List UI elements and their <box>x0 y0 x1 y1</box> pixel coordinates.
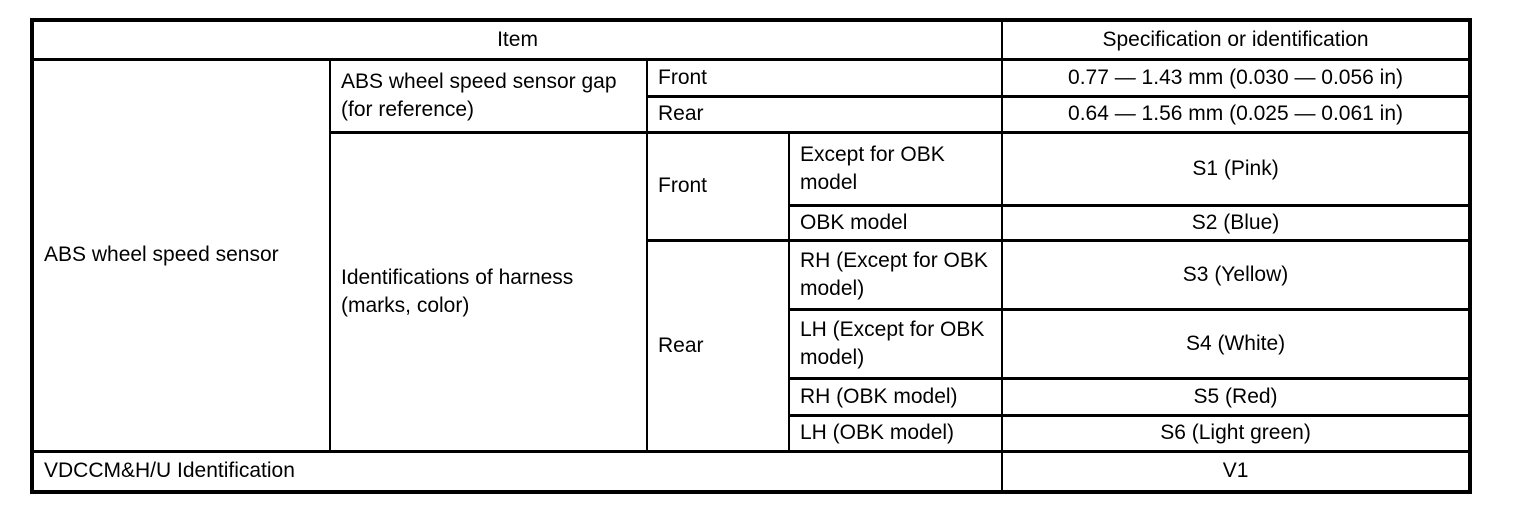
cell-harness-front-label: Front <box>646 130 790 242</box>
cell-abs-wheel-speed-sensor: ABS wheel speed sensor <box>31 57 331 453</box>
cell-harness-rear-label: Rear <box>646 238 790 453</box>
cell-harness-rear-rh-obk-value: S5 (Red) <box>1001 376 1472 417</box>
cell-harness-rear-lh-except-value: S4 (White) <box>1001 307 1472 380</box>
row-harness-front-except-obk: Identifications of harness (marks, color… <box>32 130 1472 453</box>
cell-harness-front-except-obk-value: S1 (Pink) <box>1001 130 1472 207</box>
row-gap-rear: Rear 0.64 — 1.56 mm (0.025 — 0.061 in) <box>32 94 1472 134</box>
cell-harness-label: Identifications of harness (marks, color… <box>329 130 648 453</box>
cell-harness-front-except-obk-label: Except for OBK model <box>787 130 1004 207</box>
header-row: Item Specification or identification <box>30 18 1472 61</box>
cell-harness-rear-lh-except-label: LH (Except for OBK model) <box>787 307 1004 380</box>
row-vdccm: VDCCM&H/U Identification V1 <box>30 449 1472 494</box>
row-harness-rear-rh-obk: RH (OBK model) S5 (Red) <box>32 376 1472 417</box>
cell-harness-rear-lh-obk-value: S6 (Light green) <box>1001 413 1472 453</box>
cell-gap-label: ABS wheel speed sensor gap (for referenc… <box>329 57 648 134</box>
cell-gap-front-value: 0.77 — 1.43 mm (0.030 — 0.056 in) <box>1001 57 1472 98</box>
row-harness-rear-lh-except: LH (Except for OBK model) S4 (White) <box>32 307 1472 380</box>
cell-gap-front-label: Front <box>645 57 1004 98</box>
row-harness-front-obk: OBK model S2 (Blue) <box>32 203 1472 242</box>
cell-gap-rear-value: 0.64 — 1.56 mm (0.025 — 0.061 in) <box>1001 94 1472 134</box>
column-header-item: Item <box>30 18 1004 61</box>
column-header-specification: Specification or identification <box>1001 18 1472 61</box>
specification-table: Item Specification or identification ABS… <box>30 18 1473 494</box>
cell-vdccm-label: VDCCM&H/U Identification <box>30 449 1004 494</box>
cell-harness-rear-rh-except-label: RH (Except for OBK model) <box>787 238 1004 311</box>
row-harness-rear-rh-except: Rear RH (Except for OBK model) S3 (Yello… <box>32 238 1472 453</box>
cell-harness-front-obk-label: OBK model <box>787 203 1004 242</box>
cell-harness-rear-rh-obk-label: RH (OBK model) <box>787 376 1004 417</box>
row-gap-front: ABS wheel speed sensor ABS wheel speed s… <box>31 57 1472 453</box>
cell-gap-rear-label: Rear <box>645 94 1004 134</box>
cell-harness-rear-lh-obk-label: LH (OBK model) <box>787 413 1004 453</box>
cell-harness-front-obk-value: S2 (Blue) <box>1001 203 1472 242</box>
row-harness-rear-lh-obk: LH (OBK model) S6 (Light green) <box>32 413 1472 453</box>
cell-harness-rear-rh-except-value: S3 (Yellow) <box>1001 238 1472 311</box>
cell-vdccm-value: V1 <box>1001 449 1472 494</box>
